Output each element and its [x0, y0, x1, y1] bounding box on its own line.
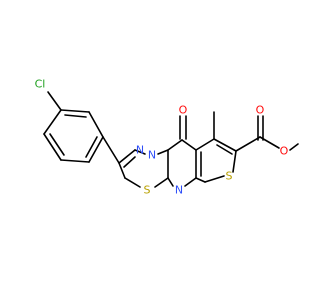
sulfur-atom-label: S [226, 170, 233, 183]
bond [235, 136, 261, 152]
bond [289, 143, 299, 151]
bond [102, 136, 120, 164]
bond [184, 177, 197, 187]
bonds [43, 91, 299, 188]
bond [60, 159, 90, 163]
bond [118, 162, 126, 179]
nitrogen-atom-label: N [136, 144, 144, 157]
bond [60, 109, 90, 113]
bond [232, 150, 237, 173]
bond [43, 133, 62, 161]
bond [88, 136, 104, 163]
oxygen-atom-label: O [280, 145, 289, 158]
chlorine-atom-label: Cl [35, 78, 46, 91]
bond [134, 149, 146, 155]
nitrogen-atom-label: N [175, 184, 183, 197]
nitrogen-atom-label: N [148, 149, 156, 162]
bond [88, 111, 104, 138]
bond [157, 149, 169, 155]
bond [64, 114, 87, 118]
bond [47, 91, 62, 111]
bond [118, 149, 136, 164]
bond [167, 139, 183, 151]
oxygen-atom-label: O [179, 104, 188, 117]
bond [154, 177, 169, 188]
bond [259, 136, 280, 149]
bond [216, 144, 233, 155]
bond [195, 138, 215, 151]
bond [204, 175, 225, 183]
bond [124, 177, 141, 188]
bond [49, 133, 65, 156]
bond [123, 156, 136, 168]
bond [85, 136, 98, 158]
sulfur-atom-label: S [144, 184, 151, 197]
bond [195, 177, 206, 183]
bond [167, 177, 174, 187]
bond [181, 139, 197, 151]
oxygen-atom-label: O [256, 104, 265, 117]
atom-labels: Cl N N N S S O O O [35, 78, 289, 197]
molecule-structure: Cl N N N S S O O O [35, 78, 299, 197]
bond [43, 109, 62, 135]
bond [213, 138, 237, 152]
